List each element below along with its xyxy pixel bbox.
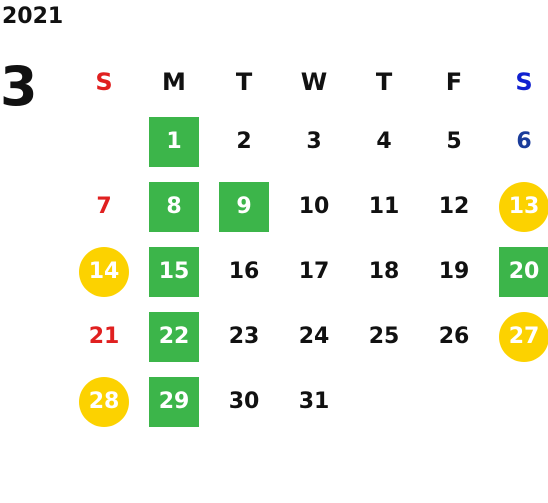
- calendar-week-row: 1 2 3 4 5 6: [69, 109, 548, 174]
- day-12[interactable]: 12: [438, 194, 470, 219]
- calendar-cell: 15: [139, 246, 209, 297]
- calendar-cell: 11: [349, 182, 419, 232]
- calendar-cell: 3: [279, 117, 349, 167]
- day-7[interactable]: 7: [96, 194, 112, 219]
- day-27[interactable]: 27: [499, 311, 548, 362]
- weekday-wed: W: [300, 67, 328, 96]
- day-13[interactable]: 13: [499, 181, 548, 232]
- calendar-cell: 1: [139, 116, 209, 167]
- calendar-cell: 23: [209, 312, 279, 362]
- calendar-cell: 16: [209, 247, 279, 297]
- calendar-cell: 20: [489, 246, 548, 297]
- calendar-cell: 14: [69, 246, 139, 297]
- calendar-cell: 27: [489, 311, 548, 362]
- calendar-cell: 9: [209, 181, 279, 232]
- calendar-cell: 30: [209, 377, 279, 427]
- calendar-cell: 18: [349, 247, 419, 297]
- calendar-cell: 26: [419, 312, 489, 362]
- weekday-thu: T: [375, 67, 393, 96]
- day-28[interactable]: 28: [79, 376, 129, 427]
- calendar-week-row: 14 15 16 17 18 19 20: [69, 239, 548, 304]
- year-label: 2021: [2, 4, 64, 29]
- calendar-cell: 31: [279, 377, 349, 427]
- calendar-cell: 7: [69, 182, 139, 232]
- day-5[interactable]: 5: [446, 129, 462, 154]
- calendar-cell: 6: [489, 117, 548, 167]
- calendar-cell: 17: [279, 247, 349, 297]
- day-17[interactable]: 17: [298, 259, 330, 284]
- day-22[interactable]: 22: [149, 311, 199, 362]
- day-30[interactable]: 30: [228, 389, 260, 414]
- weekday-mon: M: [162, 67, 186, 96]
- calendar-cell: 29: [139, 376, 209, 427]
- day-9[interactable]: 9: [219, 181, 269, 232]
- day-8[interactable]: 8: [149, 181, 199, 232]
- weekday-sat: S: [515, 67, 533, 96]
- calendar-cell: 24: [279, 312, 349, 362]
- calendar-cell: 4: [349, 117, 419, 167]
- day-18[interactable]: 18: [368, 259, 400, 284]
- day-29[interactable]: 29: [149, 376, 199, 427]
- day-3[interactable]: 3: [306, 129, 322, 154]
- day-14[interactable]: 14: [79, 246, 129, 297]
- day-11[interactable]: 11: [368, 194, 400, 219]
- day-24[interactable]: 24: [298, 324, 330, 349]
- day-21[interactable]: 21: [88, 324, 120, 349]
- day-19[interactable]: 19: [438, 259, 470, 284]
- day-6[interactable]: 6: [516, 129, 532, 154]
- month-number: 3: [0, 55, 38, 118]
- weekday-fri: F: [445, 67, 463, 96]
- day-26[interactable]: 26: [438, 324, 470, 349]
- day-23[interactable]: 23: [228, 324, 260, 349]
- calendar-cell: 5: [419, 117, 489, 167]
- calendar-cell: 22: [139, 311, 209, 362]
- day-2[interactable]: 2: [236, 129, 252, 154]
- calendar-cell: 28: [69, 376, 139, 427]
- calendar-cell: 19: [419, 247, 489, 297]
- calendar-cell: 8: [139, 181, 209, 232]
- calendar-cell: 12: [419, 182, 489, 232]
- weekday-tue: T: [235, 67, 253, 96]
- day-16[interactable]: 16: [228, 259, 260, 284]
- day-20[interactable]: 20: [499, 246, 548, 297]
- calendar-week-row: 21 22 23 24 25 26 27: [69, 304, 548, 369]
- calendar-cell: 10: [279, 182, 349, 232]
- weekday-sun: S: [95, 67, 113, 96]
- weekday-header: S M T W T F S: [69, 54, 548, 109]
- calendar-cell: 2: [209, 117, 279, 167]
- calendar-cell: 13: [489, 181, 548, 232]
- day-15[interactable]: 15: [149, 246, 199, 297]
- calendar-week-row: 28 29 30 31: [69, 369, 548, 434]
- calendar-cell: 25: [349, 312, 419, 362]
- day-31[interactable]: 31: [298, 389, 330, 414]
- day-1[interactable]: 1: [149, 116, 199, 167]
- calendar-cell: 21: [69, 312, 139, 362]
- day-25[interactable]: 25: [368, 324, 400, 349]
- day-10[interactable]: 10: [298, 194, 330, 219]
- day-4[interactable]: 4: [376, 129, 392, 154]
